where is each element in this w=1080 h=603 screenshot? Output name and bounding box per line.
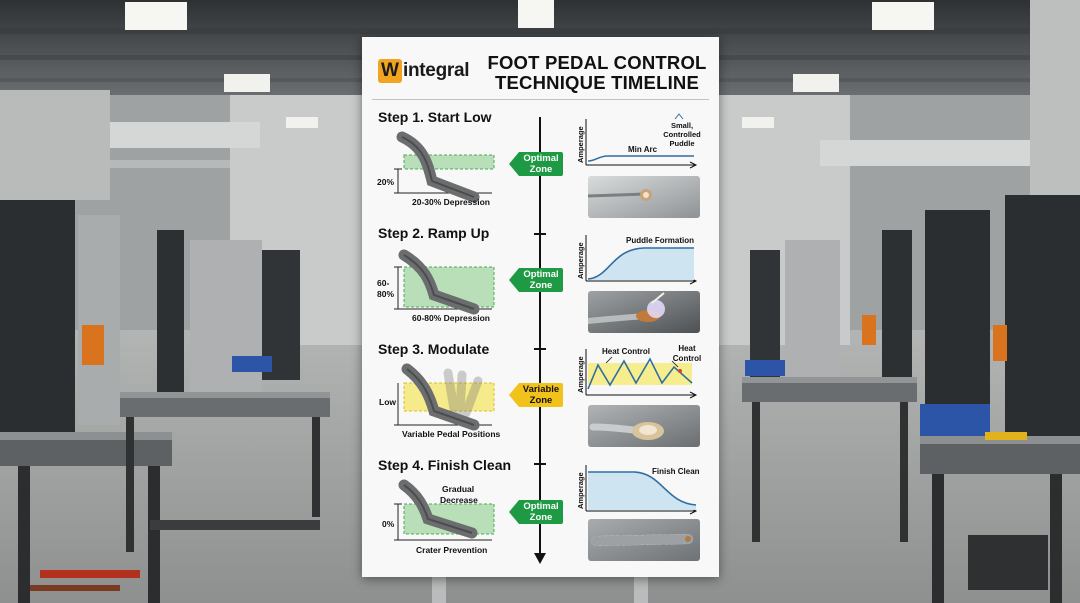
step-4-note-line-2: Decrease (440, 495, 478, 505)
amperage-curve (587, 155, 694, 162)
zone-badge-line-1: Optimal (523, 269, 559, 280)
poster-title-line-1: FOOT PEDAL CONTROL (487, 52, 707, 73)
step-1-amperage-chart: Amperage Min Arc Small, Controlled Puddl… (576, 113, 701, 169)
step-2-amperage-chart: Amperage Puddle Formation (576, 235, 698, 285)
zone-badge-line-2: Zone (529, 280, 553, 291)
timeline-arrow-icon (534, 553, 546, 564)
step-4-note-line-1: Gradual (442, 484, 474, 494)
chart-label-2-line-2: Control (673, 354, 701, 363)
technique-poster: W integral FOOT PEDAL CONTROL TECHNIQUE … (362, 37, 719, 577)
chart-ylabel: Amperage (576, 472, 585, 509)
poster-stand-left (432, 577, 446, 603)
timeline-tick (534, 233, 546, 235)
step-2-title: Step 2. Ramp Up (378, 225, 490, 241)
timeline-line (539, 117, 541, 557)
step-1-pedal-diagram: 20% 20-30% Depression (377, 131, 495, 207)
step-2-pedal-diagram: 60- 80% 60-80% Depression (377, 249, 495, 323)
step-1-title: Step 1. Start Low (378, 109, 492, 125)
chart-ylabel: Amperage (576, 356, 585, 393)
step-2-weld-bead-photo (588, 291, 700, 333)
header-divider (372, 99, 709, 100)
zone-badge-line-1: Variable (522, 384, 560, 395)
poster-stand-right (634, 577, 648, 603)
logo-mark: W (378, 59, 402, 83)
pedal-diagrams: 20% 20-30% Depression 60- 80% 60-80% Dep… (377, 131, 501, 555)
step-3-pedal-diagram: Low Variable Pedal Positions (379, 363, 501, 439)
step-3-title: Step 3. Modulate (378, 341, 490, 357)
poster-title-line-2: TECHNIQUE TIMELINE (494, 72, 700, 93)
poster-title: FOOT PEDAL CONTROL TECHNIQUE TIMELINE (482, 53, 712, 93)
chart-label-2-line-1: Heat (678, 344, 696, 353)
chart-note-line-2: Controlled (663, 130, 701, 139)
timeline-tick (534, 348, 546, 350)
chart-note-line-3: Puddle (669, 139, 694, 148)
zone-badge-line-2: Zone (529, 512, 553, 523)
step-3-amperage-chart: Amperage Heat Control Heat Control (576, 344, 701, 399)
logo-wordmark: integral (403, 60, 470, 81)
step-1-pedal-level: 20% (377, 177, 394, 187)
step-2-pedal-level-line-1: 60- (377, 278, 389, 288)
chart-label: Min Arc (628, 145, 658, 154)
timeline-tick (534, 463, 546, 465)
chart-note-line-1: Small, (671, 121, 693, 130)
step-2-pedal-caption: 60-80% Depression (412, 313, 490, 323)
step-4-pedal-diagram: Gradual Decrease 0% Crater Prevention (382, 479, 495, 555)
zone-badge-line-1: Optimal (523, 153, 559, 164)
step-1-pedal-caption: 20-30% Depression (412, 197, 490, 207)
chart-label-1: Heat Control (602, 347, 650, 356)
wintegral-logo: W integral (378, 59, 470, 83)
zone-badge-line-1: Optimal (523, 501, 559, 512)
step-3-pedal-caption: Variable Pedal Positions (402, 429, 501, 439)
peak-marker (678, 369, 682, 373)
step-3-weld-bead-photo (588, 405, 700, 447)
step-4-weld-bead-photo (588, 519, 700, 561)
amperage-area (588, 248, 694, 280)
step-4-pedal-level: 0% (382, 519, 395, 529)
step-4-title: Step 4. Finish Clean (378, 457, 512, 473)
chart-ylabel: Amperage (576, 126, 585, 163)
zone-badge-line-2: Zone (529, 164, 553, 175)
zone-badge-line-2: Zone (529, 395, 553, 406)
amperage-curve (588, 471, 697, 506)
amperage-curve (587, 357, 693, 390)
chart-label: Puddle Formation (626, 236, 694, 245)
step-4-amperage-chart: Amperage Finish Clean (576, 465, 700, 515)
puddle-icon (674, 113, 684, 120)
step-3-pedal-level: Low (379, 397, 396, 407)
chart-label: Finish Clean (652, 467, 700, 476)
step-1-weld-bead-photo (588, 176, 700, 218)
amperage-charts: Amperage Min Arc Small, Controlled Puddl… (576, 113, 701, 515)
amperage-area (588, 472, 696, 510)
chart-ylabel: Amperage (576, 242, 585, 279)
step-4-pedal-caption: Crater Prevention (416, 545, 487, 555)
step-2-pedal-level-line-2: 80% (377, 289, 394, 299)
amperage-curve (587, 247, 694, 280)
